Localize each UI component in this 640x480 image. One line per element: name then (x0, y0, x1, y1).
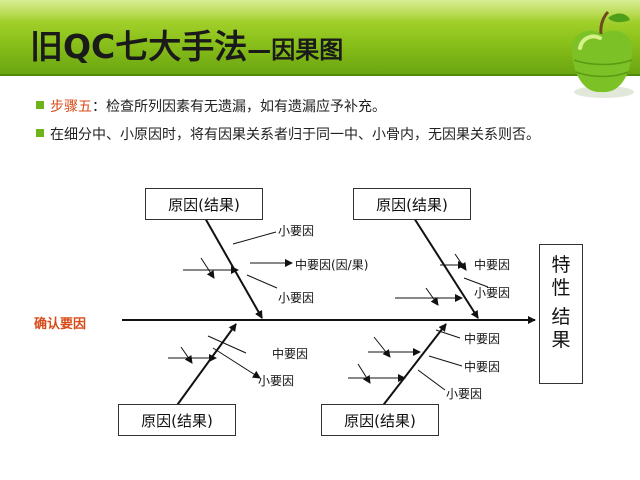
label-medium-cause: 中要因 (474, 256, 510, 273)
sub-bone (429, 356, 462, 366)
sub-bone (213, 348, 260, 378)
effect-line: 特性 (550, 254, 572, 300)
sub-bone (455, 254, 466, 270)
sub-bone (247, 275, 277, 288)
sub-bone (201, 258, 214, 278)
bone-lower-left (175, 324, 236, 408)
sub-bone (233, 232, 276, 244)
label-small-cause: 小要因 (258, 372, 294, 389)
main-cause-label: 确认要因 (34, 313, 86, 332)
cause-box-lower-right: 原因(结果) (321, 404, 439, 436)
label-medium-cause: 中要因 (464, 358, 500, 375)
cause-box-lower-left: 原因(结果) (118, 404, 236, 436)
sub-bone (374, 337, 390, 357)
sub-bone (181, 347, 192, 363)
label-medium-cause: 中要因 (464, 330, 500, 347)
label-small-cause: 小要因 (278, 289, 314, 306)
label-small-cause: 小要因 (278, 222, 314, 239)
bone-upper-right (414, 218, 478, 318)
cause-box-upper-left: 原因(结果) (145, 188, 263, 220)
cause-box-upper-right: 原因(结果) (353, 188, 471, 220)
sub-bone (208, 336, 246, 353)
bone-upper-left (205, 218, 262, 318)
effect-line: 结果 (550, 306, 572, 352)
sub-bone (426, 288, 438, 305)
sub-bone (436, 330, 460, 338)
sub-bone (358, 364, 370, 383)
bone-lower-right (381, 324, 446, 408)
label-small-cause: 小要因 (474, 284, 510, 301)
label-medium-cause: 中要因 (272, 345, 308, 362)
effect-label: 特性 结果 (539, 254, 583, 352)
label-medium-cause: 中要因(因/果) (295, 256, 368, 273)
sub-bone (418, 370, 445, 390)
label-small-cause: 小要因 (446, 385, 482, 402)
